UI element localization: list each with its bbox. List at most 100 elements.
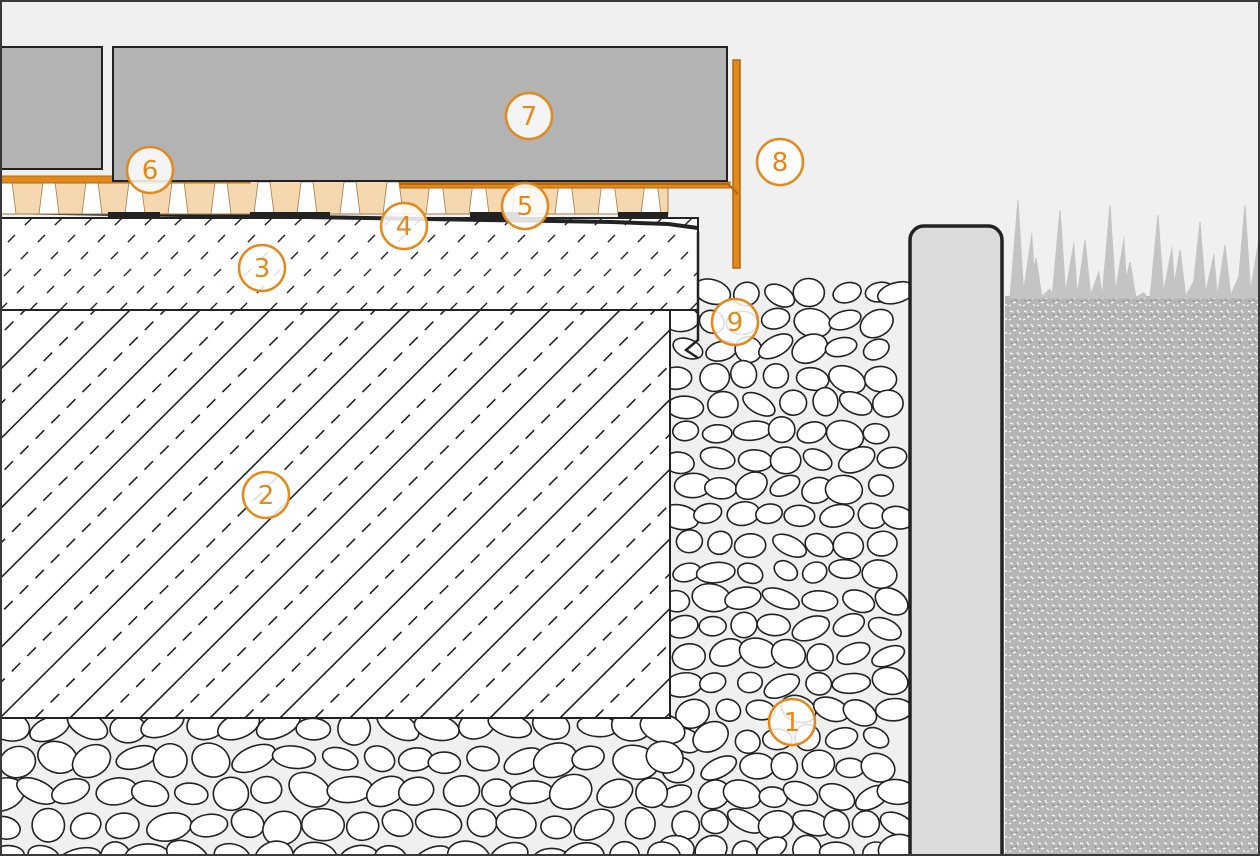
gravel-stone [635, 777, 669, 809]
gravel-stone [699, 362, 731, 393]
grass-blade [1216, 244, 1232, 299]
gravel-stone [734, 471, 768, 501]
gravel-stone [801, 749, 836, 779]
mat-cell [253, 181, 275, 215]
callout-9: 9 [710, 297, 760, 347]
gravel-stone [488, 841, 529, 856]
hatch-dash-line [244, 310, 656, 718]
mat-cell [38, 181, 60, 215]
gravel-stone [773, 559, 799, 582]
hatch-dash-line [524, 572, 670, 718]
gravel-stone [831, 672, 872, 695]
callout-circle [379, 201, 429, 251]
gravel-stone [707, 530, 733, 556]
gravel-stone [291, 841, 338, 856]
gravel-stone [706, 390, 739, 419]
gravel-stone [253, 840, 294, 856]
gravel-stone [271, 745, 317, 770]
gravel-stone [736, 671, 764, 694]
gravel-stone [345, 811, 380, 842]
gravel-stone [571, 745, 605, 771]
callout-circle [710, 297, 760, 347]
hatch-dash-line [174, 310, 586, 718]
gravel-stone [321, 746, 359, 771]
gravel-stone [250, 775, 283, 804]
gravel-stone [876, 446, 908, 469]
callout-label: 9 [727, 308, 744, 338]
callout-label: 3 [254, 254, 271, 284]
callout-8: 8 [755, 137, 805, 187]
gravel-stone [397, 776, 435, 806]
gravel-stone [693, 502, 723, 525]
gravel-stone [832, 612, 866, 638]
gravel-stone [694, 834, 728, 856]
gravel-stone [69, 812, 102, 840]
gravel-stone [700, 755, 738, 781]
membrane-pad [108, 212, 160, 218]
gravel-stone [779, 389, 808, 417]
gravel-stone [824, 726, 859, 750]
gravel-stone [733, 532, 767, 559]
gravel-stone [363, 745, 396, 773]
gravel-stone [231, 743, 277, 774]
gravel-stone [871, 666, 909, 696]
grass-blade [1009, 199, 1025, 299]
gravel-stone [105, 812, 140, 840]
callout-2: 2 [241, 470, 291, 520]
callout-label: 1 [784, 708, 801, 738]
gravel-stone [767, 415, 796, 444]
gravel-stone [842, 699, 878, 727]
gravel-stone [818, 841, 855, 856]
grass-blade [1171, 249, 1187, 299]
edge-profile [732, 59, 741, 269]
gravel-stone [862, 422, 890, 445]
mat-cell [210, 181, 232, 215]
gravel-stone [573, 808, 615, 841]
hatch-dash-line [454, 502, 670, 718]
gravel-stone [835, 757, 865, 779]
callout-label: 7 [521, 102, 538, 132]
callout-circle [125, 145, 175, 195]
hatch-dash-line [384, 433, 670, 718]
gravel-stone [731, 840, 758, 856]
hatch-line [489, 537, 670, 718]
gravel-stone [730, 359, 758, 389]
grass-blade [1064, 240, 1078, 298]
callout-circle [500, 181, 550, 231]
gravel-stone [730, 611, 758, 639]
gravel-stone [796, 421, 827, 444]
gravel-stone [27, 844, 61, 856]
hatch-line [0, 310, 411, 718]
gravel-stone [862, 338, 890, 361]
hatch-dash-line [594, 642, 670, 718]
hatch-line [0, 310, 271, 580]
gravel-stone [769, 446, 802, 475]
callout-circle [767, 697, 817, 747]
hatch-line [349, 398, 670, 718]
callout-5: 5 [500, 181, 550, 231]
gravel-stone [596, 778, 634, 809]
mat-cell [167, 181, 189, 215]
edge-profile-base [400, 183, 739, 195]
hatch-line [0, 310, 341, 650]
gravel-stone [0, 815, 21, 840]
gravel-stone [851, 810, 881, 838]
gravel-stone [736, 562, 764, 585]
gravel-stone [792, 834, 822, 856]
gravel-stone [495, 808, 537, 839]
gravel-stone [859, 308, 894, 339]
hatch-line [0, 310, 131, 441]
grass-blade [1249, 235, 1260, 298]
hatch-line [0, 310, 201, 511]
gravel-stone [770, 751, 799, 781]
grass-blade [1114, 235, 1128, 298]
callout-label: 2 [258, 481, 275, 511]
gravel-stone [548, 773, 593, 810]
gravel-stone [300, 807, 346, 842]
callout-1: 1 [767, 697, 817, 747]
tile-main [112, 46, 728, 182]
gravel-stone [795, 366, 830, 392]
hatch-line [139, 310, 551, 718]
gravel-stone [874, 587, 909, 616]
grass-blade [1040, 288, 1054, 298]
